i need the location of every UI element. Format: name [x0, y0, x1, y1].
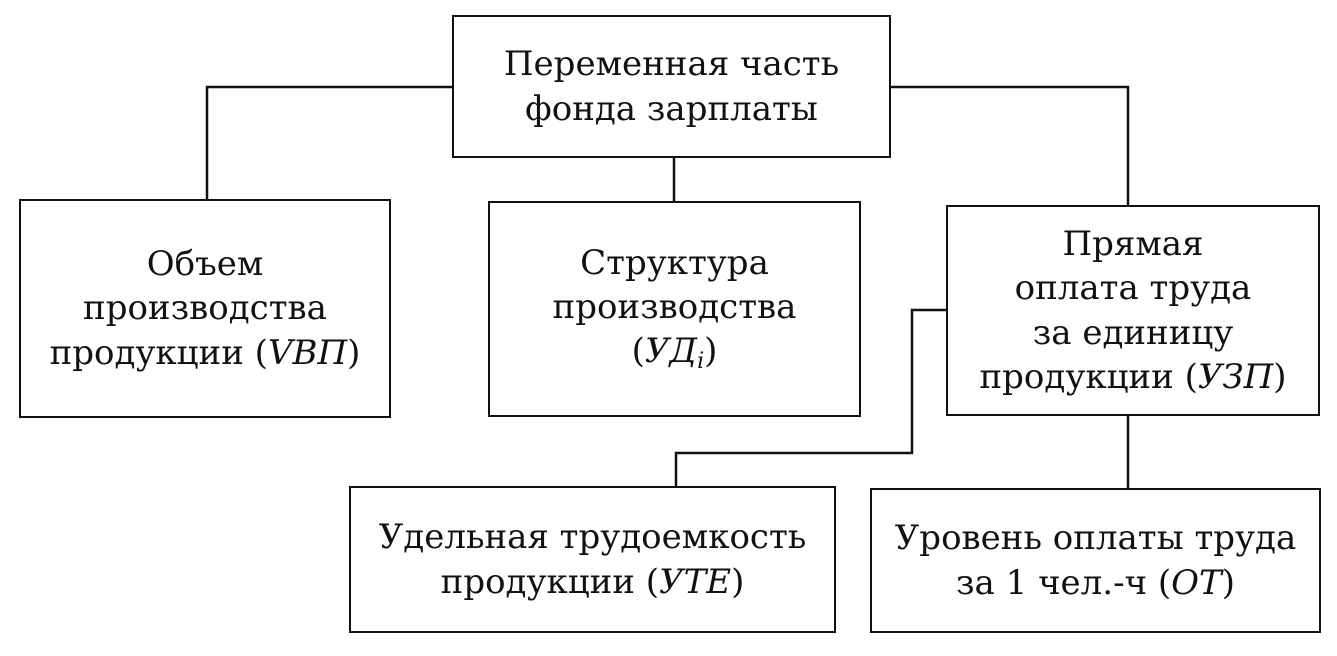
node-text-line-code: продукции (УЗП): [979, 355, 1286, 399]
node-code: УТЕ: [659, 561, 732, 602]
node-code-subscript: i: [697, 349, 705, 375]
node-text-line: Объем: [146, 244, 264, 285]
node-code: УД: [644, 331, 698, 372]
node-variable-payroll: Переменная часть фонда зарплаты: [452, 15, 891, 158]
node-hourly-pay-level: Уровень оплаты труда за 1 чел.-ч (ОТ): [870, 488, 1321, 633]
edge-top-dir: [891, 85, 1130, 205]
node-text-line: производства: [83, 288, 327, 329]
code-open: продукции (: [49, 332, 268, 373]
code-open: (: [631, 331, 645, 372]
node-production-structure: Структура производства (УДi): [488, 201, 861, 417]
node-text-line: Структура: [580, 243, 769, 284]
code-close: ): [347, 332, 361, 373]
node-text-line: производства: [552, 287, 797, 328]
code-open: продукции (: [979, 356, 1198, 397]
node-text-line-code: за 1 чел.-ч (ОТ): [895, 561, 1297, 605]
edge-top-vol: [205, 85, 452, 199]
node-text-line: фонда зарплаты: [525, 88, 818, 129]
node-text-line-code: продукции (УТЕ): [379, 560, 807, 604]
code-close: ): [704, 331, 718, 372]
node-production-volume: Объем производства продукции (VВП): [19, 199, 391, 418]
node-text-line: оплата труда: [1014, 268, 1252, 309]
node-text-line: Уровень оплаты труда: [894, 518, 1297, 559]
node-text-line: Прямая: [1062, 224, 1204, 265]
node-specific-labor-intensity: Удельная трудоемкость продукции (УТЕ): [349, 486, 836, 633]
node-code: УЗП: [1197, 356, 1274, 397]
node-text-line: Удельная трудоемкость: [378, 517, 807, 558]
code-close: ): [1221, 562, 1235, 603]
code-open: продукции (: [440, 561, 659, 602]
node-text-line: за единицу: [1032, 312, 1234, 353]
code-close: ): [731, 561, 745, 602]
node-code: ОТ: [1171, 562, 1222, 603]
code-close: ): [1273, 356, 1287, 397]
node-direct-pay-per-unit: Прямая оплата труда за единицу продукции…: [946, 205, 1320, 416]
node-text-line: Переменная часть: [503, 44, 840, 85]
node-text-line-code: продукции (VВП): [50, 331, 361, 375]
edge-dir-ute: [674, 308, 946, 486]
node-text-line-code: (УДi): [553, 329, 797, 377]
node-code: VВП: [267, 332, 348, 373]
code-open: за 1 чел.-ч (: [956, 562, 1172, 603]
